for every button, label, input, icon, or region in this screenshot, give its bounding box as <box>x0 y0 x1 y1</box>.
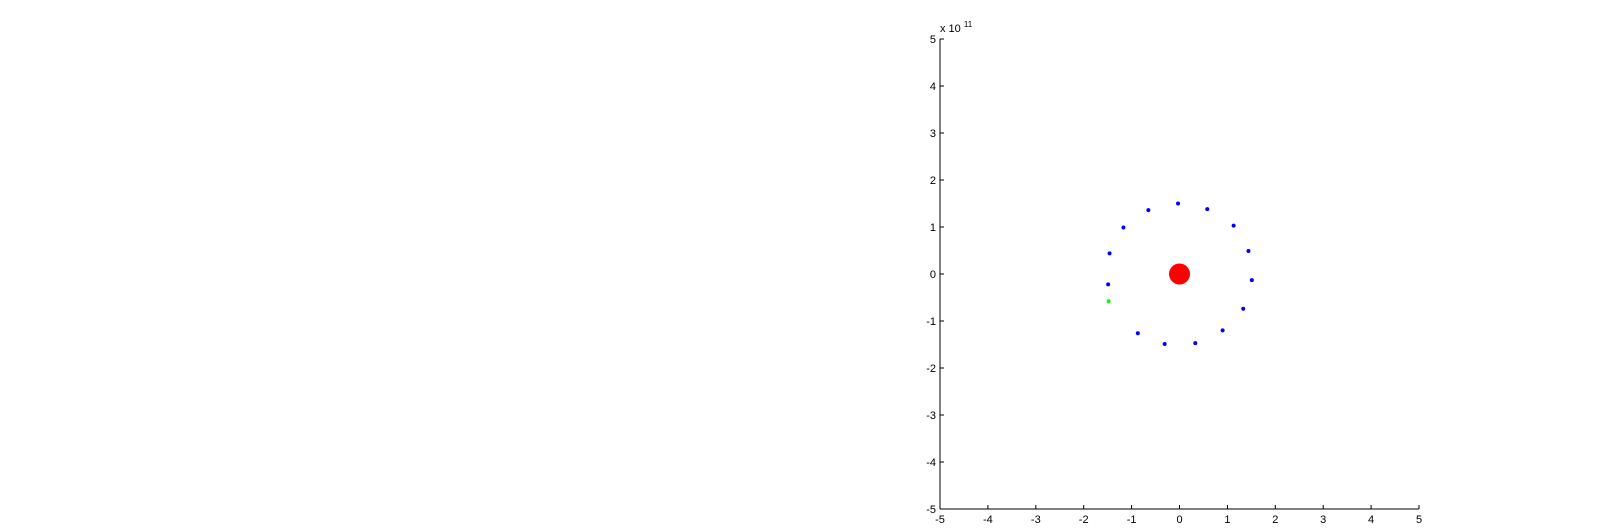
data-point <box>1231 223 1236 228</box>
y-ticks-group: 5 4 3 2 1 0 -1 -2 -3 -4 -5 <box>926 34 944 516</box>
data-point <box>1135 331 1140 336</box>
y-tick-label: 0 <box>930 269 936 281</box>
x-tick-label: -5 <box>935 514 945 526</box>
data-point <box>1107 251 1112 256</box>
y-tick-label: 5 <box>930 34 936 46</box>
y-tick-label: -2 <box>926 363 936 375</box>
data-point <box>1162 342 1167 347</box>
y-tick-label: -4 <box>926 457 936 469</box>
x-tick-label: 1 <box>1224 514 1230 526</box>
y-tick-label: -1 <box>926 316 936 328</box>
x-tick-label: 3 <box>1320 514 1326 526</box>
data-point <box>1106 299 1111 304</box>
data-point <box>1176 201 1181 206</box>
data-point <box>1106 282 1111 287</box>
axis-scale-multiplier: x 10 <box>940 23 961 35</box>
x-ticks-group: -5 -4 -3 -2 -1 0 1 2 3 4 5 <box>935 505 1422 526</box>
x-tick-label: -3 <box>1031 514 1041 526</box>
data-point <box>1205 207 1210 212</box>
data-point <box>1220 328 1225 333</box>
x-tick-label: 0 <box>1176 514 1182 526</box>
central-body-point <box>1169 263 1190 285</box>
data-point <box>1241 306 1246 311</box>
x-tick-label: 2 <box>1272 514 1278 526</box>
y-tick-label: 4 <box>930 81 936 93</box>
x-tick-label: -1 <box>1127 514 1137 526</box>
data-point <box>1193 341 1198 346</box>
axis-scale-label: x 10 11 <box>940 20 973 35</box>
y-tick-label: -3 <box>926 410 936 422</box>
x-tick-label: 4 <box>1368 514 1374 526</box>
data-points-group <box>1106 201 1254 347</box>
x-tick-label: 5 <box>1416 514 1422 526</box>
data-point <box>1121 225 1126 230</box>
y-tick-label: 3 <box>930 128 936 140</box>
data-point <box>1249 278 1254 283</box>
data-point <box>1146 208 1151 213</box>
data-point <box>1246 248 1251 253</box>
y-tick-label: 1 <box>930 222 936 234</box>
axis-scale-exponent: 11 <box>964 20 973 29</box>
x-tick-label: -2 <box>1079 514 1089 526</box>
y-tick-label: 2 <box>930 175 936 187</box>
x-tick-label: -4 <box>983 514 993 526</box>
y-tick-label: -5 <box>926 504 936 516</box>
